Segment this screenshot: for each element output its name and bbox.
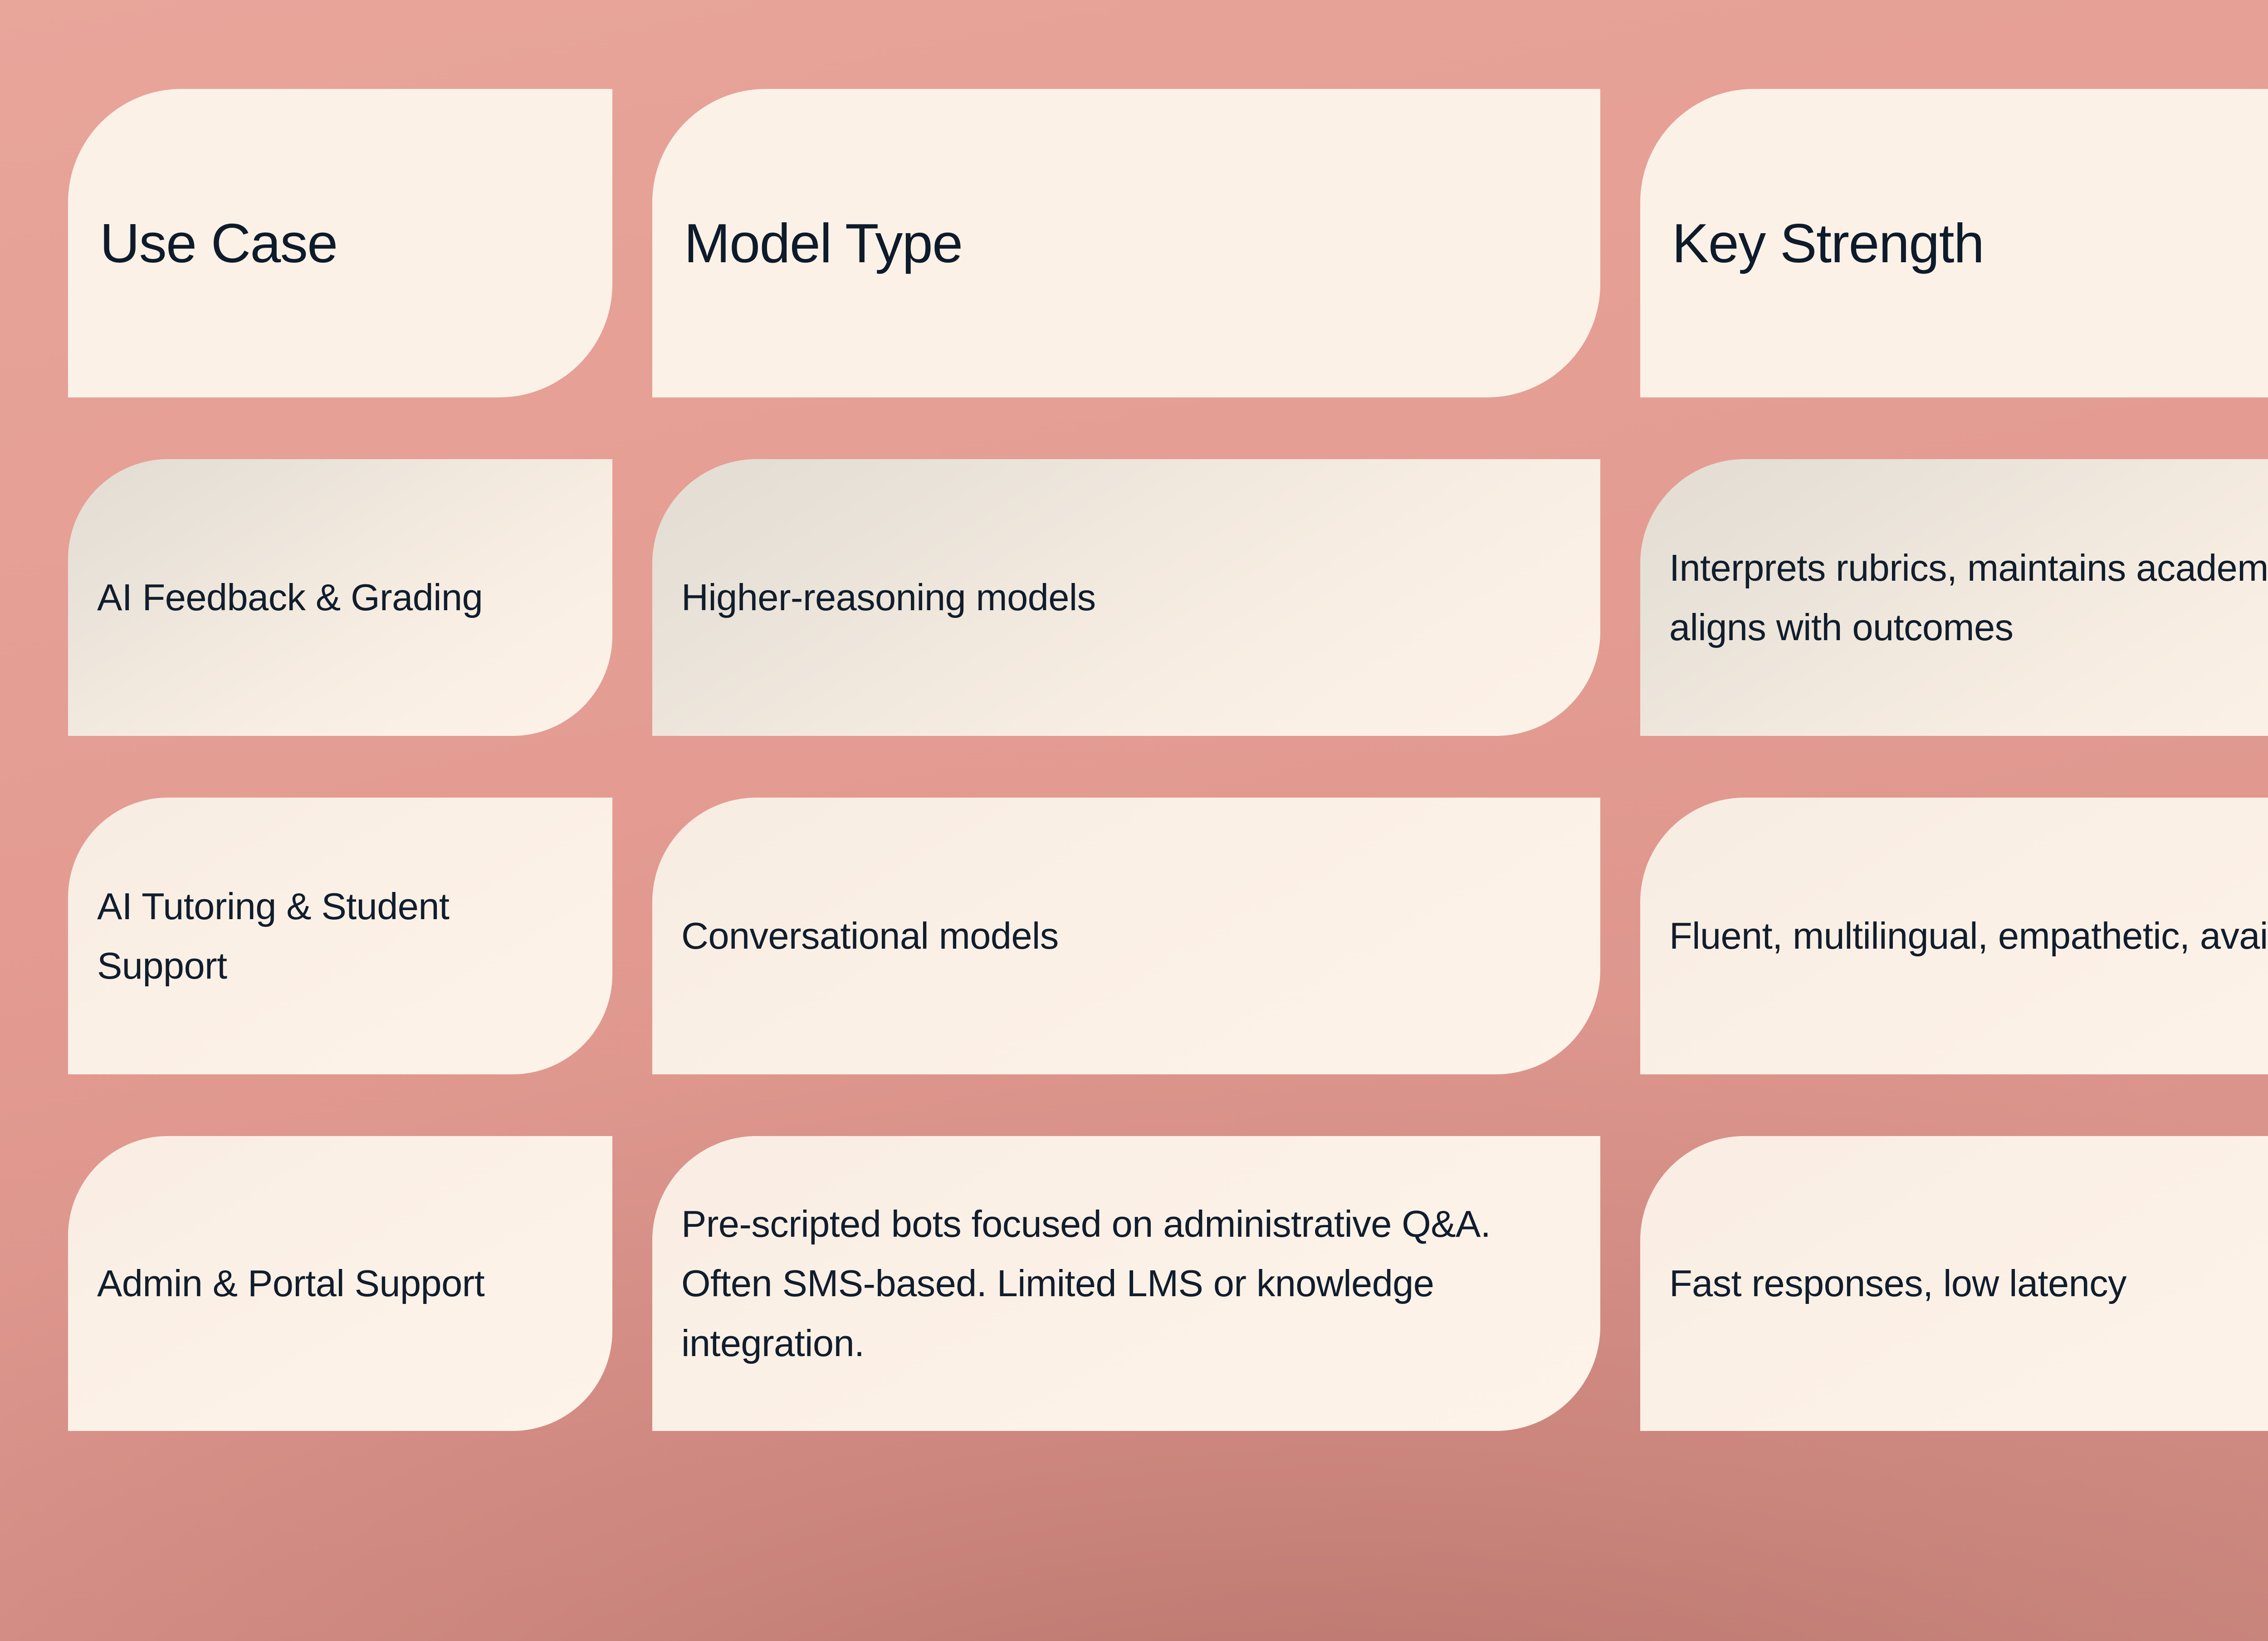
cell-use-case: AI Tutoring & Student Support [97,885,450,987]
cell-key-strength: Interprets rubrics, maintains academic t… [1669,546,2268,648]
column-header-label: Key Strength [1672,212,1984,274]
column-header-key-strength: Key Strength [1640,89,2268,397]
table-row: Higher-reasoning models [652,459,1600,736]
cell-use-case: AI Feedback & Grading [97,576,483,619]
table-row: AI Feedback & Grading [68,459,612,736]
column-header-model-type: Model Type [652,89,1600,397]
table-row: Interprets rubrics, maintains academic t… [1640,459,2268,736]
table-row: Pre-scripted bots focused on administrat… [652,1136,1600,1431]
column-header-use-case: Use Case [68,89,612,397]
comparison-table: Use Case Model Type Key Strength AI Feed… [68,89,2268,1518]
cell-model-type: Higher-reasoning models [681,576,1096,619]
table-row: Fast responses, low latency [1640,1136,2268,1431]
column-header-label: Model Type [684,212,963,274]
cell-use-case: Admin & Portal Support [97,1262,485,1305]
cell-model-type: Conversational models [681,915,1059,957]
table-row: AI Tutoring & Student Support [68,798,612,1074]
table-row: Admin & Portal Support [68,1136,612,1431]
table-row: Conversational models [652,798,1600,1074]
table-row: Fluent, multilingual, empathetic, availa… [1640,798,2268,1074]
column-header-label: Use Case [100,212,338,274]
cell-key-strength: Fluent, multilingual, empathetic, availa… [1669,915,2268,957]
cell-key-strength: Fast responses, low latency [1669,1262,2127,1305]
cell-model-type: Pre-scripted bots focused on administrat… [681,1203,1491,1364]
